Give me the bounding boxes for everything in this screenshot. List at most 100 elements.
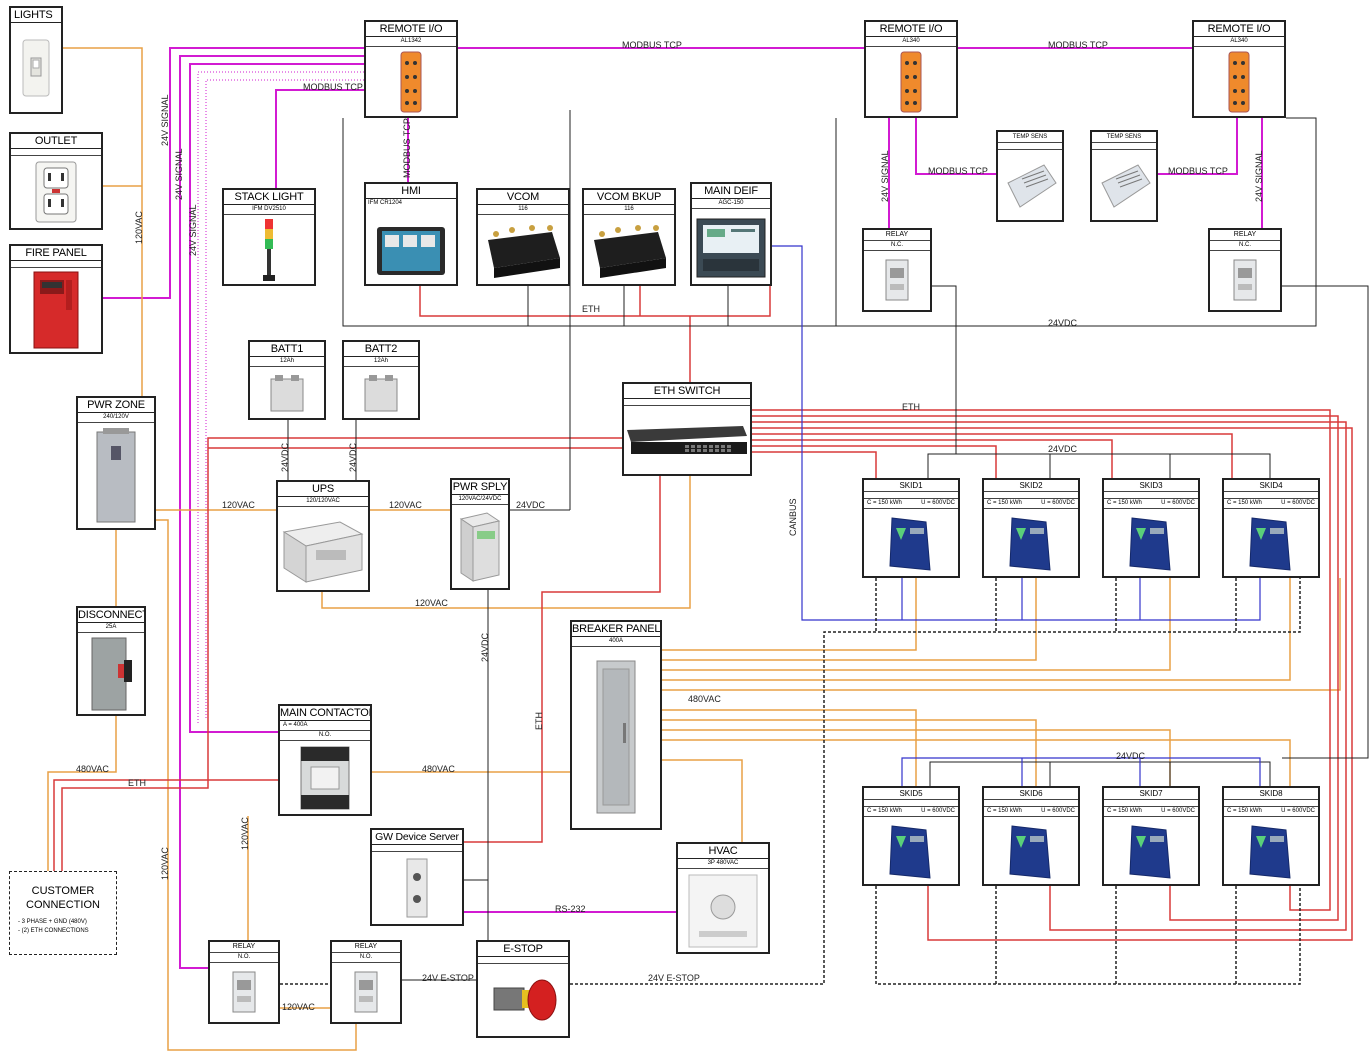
- eth-switch-title: ETH SWITCH: [624, 384, 750, 399]
- skid-3-voltage: U = 600VDC: [1161, 500, 1195, 506]
- contactor-icon: [300, 746, 350, 810]
- label-24vdc-vert: 24VDC: [480, 632, 490, 662]
- power-supply-icon: [459, 512, 501, 582]
- disconnect-title: DISCONNECT: [78, 609, 144, 623]
- label-24v-estop-left: 24V E-STOP: [422, 973, 474, 983]
- pwr-sply-rating: 120VAC/24VDC: [452, 495, 508, 505]
- relay-icon: [354, 971, 378, 1013]
- relay-right-1-title: RELAY: [864, 230, 930, 241]
- skid-4-capacity: C = 150 kWh: [1227, 500, 1262, 506]
- label-24v-signal-2: 24V SIGNAL: [174, 148, 184, 200]
- device-server-icon: [406, 858, 428, 918]
- skid-5-voltage: U = 600VDC: [921, 808, 955, 814]
- remote-io-3-box: REMOTE I/O AL340: [1192, 20, 1286, 118]
- pwr-zone-rating: 240/120V: [78, 413, 154, 423]
- hvac-unit-icon: [688, 874, 758, 948]
- battery-skid-icon: [1249, 517, 1291, 571]
- skid-7-capacity: C = 150 kWh: [1107, 808, 1142, 814]
- skid-5-box: SKID5 C = 150 kWh U = 600VDC: [862, 786, 960, 886]
- skid-4-title: SKID4: [1224, 480, 1318, 492]
- label-24v-signal-1: 24V SIGNAL: [160, 94, 170, 146]
- battery-skid-icon: [1129, 825, 1171, 879]
- battery-skid-icon: [889, 825, 931, 879]
- label-modbus-tcp-hmi: MODBUS TCP: [402, 118, 412, 178]
- temp-sens-1-title: TEMP SENS: [998, 132, 1062, 143]
- network-switch-icon: [627, 426, 747, 454]
- batt2-title: BATT2: [344, 342, 418, 357]
- temperature-sensor-icon: [1101, 164, 1151, 208]
- batt1-capacity: 12Ah: [250, 357, 324, 367]
- ups-device-icon: [282, 521, 364, 583]
- io-module-icon: [400, 51, 422, 113]
- skid-5-title: SKID5: [864, 788, 958, 800]
- label-24vdc-batt1: 24VDC: [280, 442, 290, 472]
- modbus-wires: [103, 47, 1263, 969]
- vcom-bkup-box: VCOM BKUP 116: [582, 188, 676, 286]
- ups-rating: 120/120VAC: [278, 497, 368, 507]
- breaker-panel-title: BREAKER PANEL: [572, 623, 660, 637]
- label-modbus-tcp-top: MODBUS TCP: [622, 40, 682, 50]
- stack-light-title: STACK LIGHT: [224, 190, 314, 205]
- label-480vac-customer: 480VAC: [76, 764, 109, 774]
- label-120vac-vert: 120VAC: [160, 847, 170, 880]
- eth-switch-box: ETH SWITCH: [622, 382, 752, 476]
- io-module-icon: [1228, 51, 1250, 113]
- relay-icon: [232, 971, 256, 1013]
- relay-right-1-type: N.C.: [864, 241, 930, 251]
- fire-panel-title: FIRE PANEL: [11, 246, 101, 261]
- customer-connection-title-line1: CUSTOMER: [31, 885, 95, 897]
- label-24v-signal-3: 24V SIGNAL: [188, 204, 198, 256]
- label-eth-vert: ETH: [534, 712, 544, 730]
- fire-panel-box: FIRE PANEL: [9, 244, 103, 354]
- outlet-box: OUTLET: [9, 132, 103, 230]
- relay-right-2-type: N.C.: [1210, 241, 1280, 251]
- skid-8-title: SKID8: [1224, 788, 1318, 800]
- skid-6-title: SKID6: [984, 788, 1078, 800]
- eth-wires: [53, 286, 1353, 941]
- skid-5-capacity: C = 150 kWh: [867, 808, 902, 814]
- vcom-title: VCOM: [478, 190, 568, 205]
- customer-connection-title-line2: CONNECTION: [26, 899, 100, 911]
- customer-note-eth: - (2) ETH CONNECTIONS: [18, 928, 89, 934]
- label-modbus-tcp-right: MODBUS TCP: [1048, 40, 1108, 50]
- vcom-bkup-title: VCOM BKUP: [584, 190, 674, 205]
- relay-bottom-1-type: N.O.: [210, 953, 278, 963]
- label-24vdc-batt2: 24VDC: [348, 442, 358, 472]
- gw-device-server-box: GW Device Server: [370, 828, 464, 926]
- remote-io-3-title: REMOTE I/O: [1194, 22, 1284, 37]
- pwr-sply-title: PWR SPLY: [452, 481, 508, 495]
- gw-device-server-title: GW Device Server: [372, 830, 462, 845]
- skid-1-voltage: U = 600VDC: [921, 500, 955, 506]
- disconnect-switch-icon: [91, 637, 132, 711]
- main-deif-model: AGC-150: [692, 199, 770, 209]
- remote-io-1-model: AL1342: [366, 37, 456, 47]
- relay-right-2-box: RELAY N.C.: [1208, 228, 1282, 312]
- breaker-panel-icon: [596, 660, 636, 814]
- remote-io-2-model: AL340: [866, 37, 956, 47]
- label-eth-customer: ETH: [128, 778, 146, 788]
- battery-skid-icon: [1009, 825, 1051, 879]
- relay-right-1-box: RELAY N.C.: [862, 228, 932, 312]
- temp-sens-1-box: TEMP SENS: [996, 130, 1064, 222]
- genset-controller-icon: [696, 218, 766, 278]
- battery-icon: [270, 375, 304, 412]
- label-modbus-tcp-temp1: MODBUS TCP: [928, 166, 988, 176]
- e-stop-title: E-STOP: [478, 942, 568, 957]
- pwr-zone-title: PWR ZONE: [78, 398, 154, 413]
- label-24vdc-skids-bottom: 24VDC: [1116, 751, 1146, 761]
- temp-sens-2-box: TEMP SENS: [1090, 130, 1158, 222]
- label-rs232: RS-232: [555, 904, 586, 914]
- battery-skid-icon: [1249, 825, 1291, 879]
- skid-2-title: SKID2: [984, 480, 1078, 492]
- batt2-capacity: 12Ah: [344, 357, 418, 367]
- batt1-title: BATT1: [250, 342, 324, 357]
- label-24v-estop-right: 24V E-STOP: [648, 973, 700, 983]
- stack-light-box: STACK LIGHT IFM DV2510: [222, 188, 316, 286]
